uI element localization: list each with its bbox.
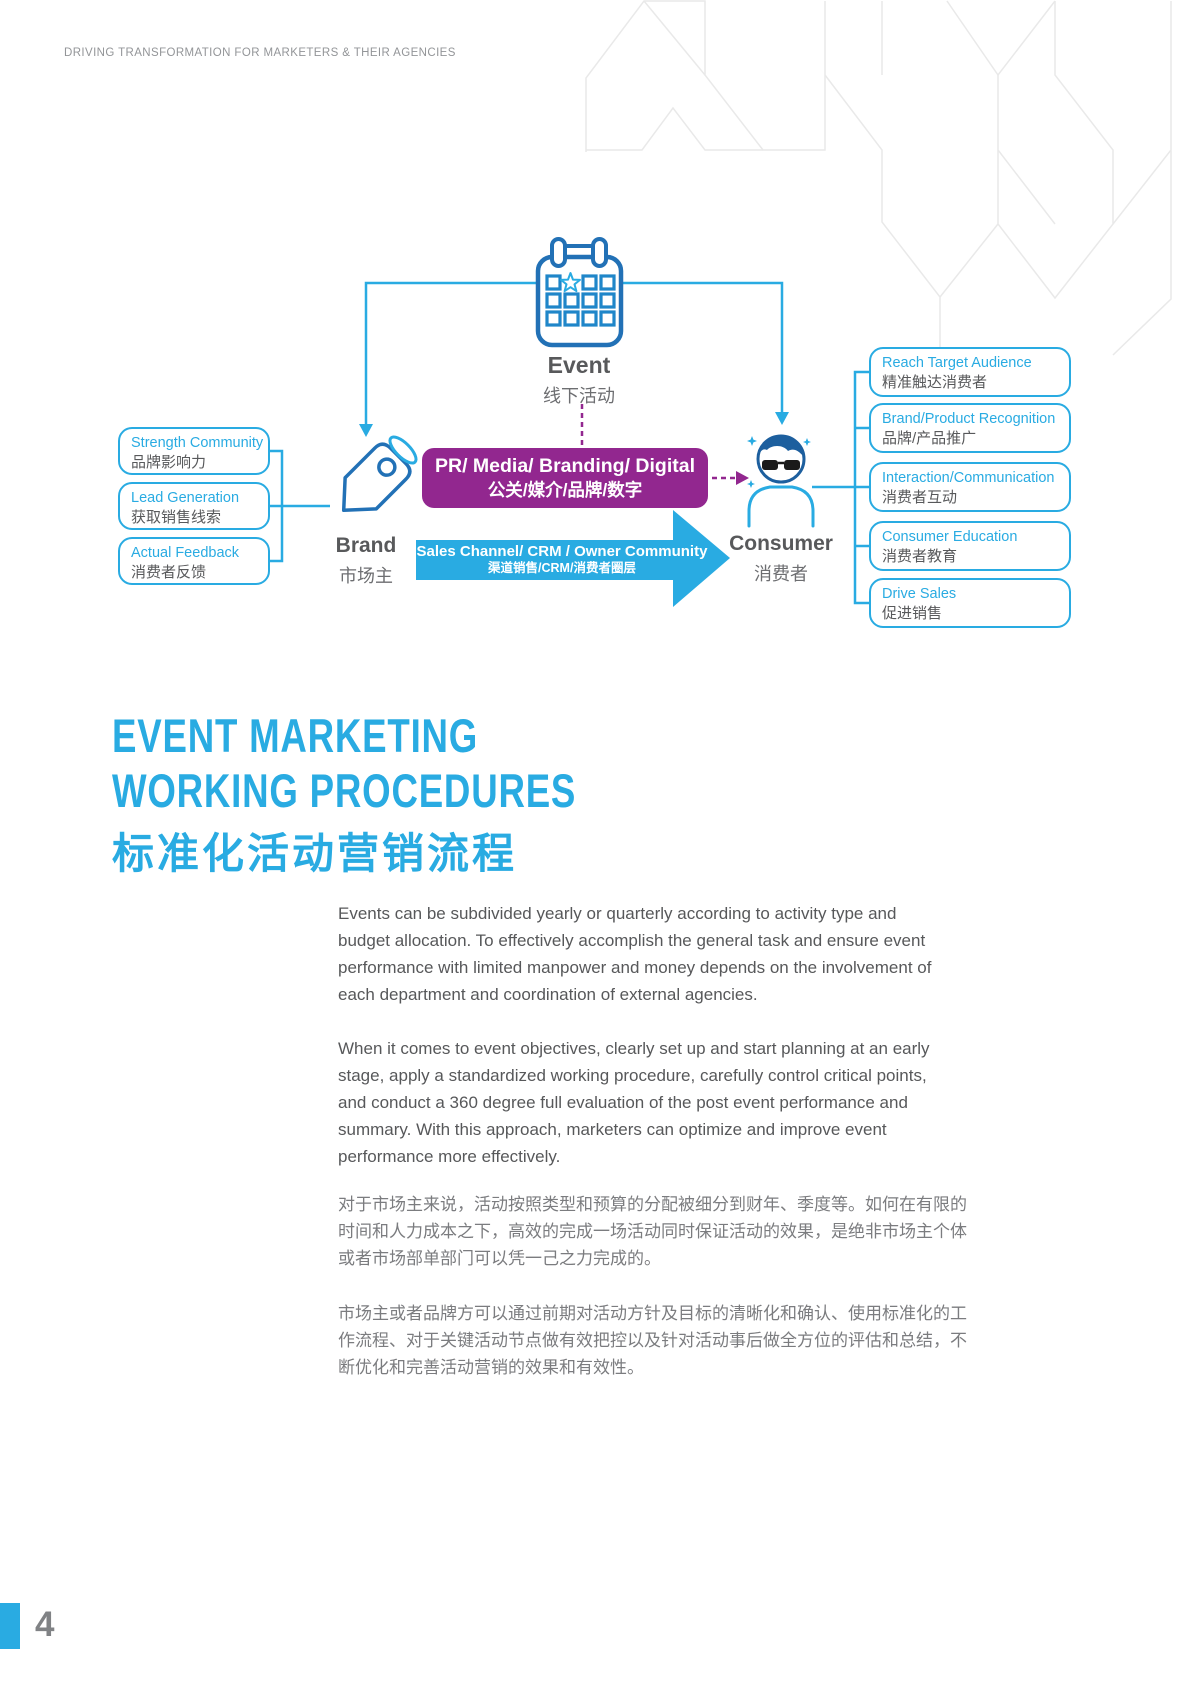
decorative-hexagon-pattern [585, 0, 1172, 356]
benefit-label-en: Actual Feedback [131, 545, 240, 561]
paragraph-en-1: Events can be subdivided yearly or quart… [338, 904, 932, 1004]
consumer-title: Consumer [729, 532, 833, 555]
footer-accent-bar [0, 1603, 20, 1649]
brand-subtitle: 市场主 [339, 566, 393, 586]
brand-node-label: Brand 市场主 [336, 534, 397, 588]
benefit-label-zh: 精准触达消费者 [882, 374, 988, 391]
calendar-star-icon [535, 237, 624, 348]
pattern-line [585, 0, 826, 152]
sales-arrow-line1: Sales Channel/ CRM / Owner Community [416, 543, 708, 560]
sunglasses [762, 460, 800, 470]
benefit-label-en: Lead Generation [131, 490, 240, 506]
paragraph-zh-2: 市场主或者品牌方可以通过前期对活动方针及目标的清晰化和确认、使用标准化的工作流程… [338, 1304, 967, 1377]
arrow-down-to-brand [359, 424, 373, 437]
benefit-label-zh: 促进销售 [882, 605, 943, 622]
pattern-line [1112, 1, 1172, 356]
benefit-label-zh: 消费者互动 [882, 489, 958, 506]
sales-channel-arrow-shape [416, 510, 730, 607]
calendar-grid [545, 274, 616, 327]
section-title-line1: EVENT MARKETING [112, 709, 479, 762]
benefit-label-zh: 品牌影响力 [131, 454, 207, 471]
calendar-star [560, 272, 581, 293]
person-sunglasses-icon [747, 434, 815, 528]
benefit-box-strength-community: Strength Community 品牌影响力 [118, 427, 270, 475]
paragraph-zh-1: 对于市场主来说，活动按照类型和预算的分配被细分到财年、季度等。如何在有限的时间和… [338, 1195, 967, 1268]
arrow-down-to-consumer [775, 412, 789, 425]
page-header-text: DRIVING TRANSFORMATION FOR MARKETERS & T… [64, 47, 456, 59]
person-hair [759, 437, 803, 456]
sparkles [747, 436, 811, 488]
benefit-label-zh: 获取销售线索 [131, 509, 222, 526]
dashed-arrowhead [736, 471, 749, 485]
consumer-node-label: Consumer 消费者 [729, 532, 833, 586]
sales-channel-arrow-label: Sales Channel/ CRM / Owner Community 渠道销… [414, 543, 710, 576]
pattern-line [586, 106, 999, 298]
event-subtitle: 线下活动 [543, 386, 615, 406]
benefit-box-drive-sales: Drive Sales 促进销售 [869, 578, 1071, 628]
benefit-label-en: Reach Target Audience [882, 355, 1032, 371]
benefit-label-en: Drive Sales [882, 586, 957, 602]
benefit-box-interaction-communication: Interaction/Communication 消费者互动 [869, 462, 1071, 512]
brand-benefit-connectors [270, 449, 330, 563]
event-marketing-flow-diagram [270, 237, 869, 607]
section-title-chinese: 标准化活动营销流程 [112, 830, 518, 877]
benefit-box-actual-feedback: Actual Feedback 消费者反馈 [118, 537, 270, 585]
benefit-box-consumer-education: Consumer Education 消费者教育 [869, 521, 1071, 571]
benefit-box-lead-generation: Lead Generation 获取销售线索 [118, 482, 270, 530]
event-title: Event [547, 352, 611, 378]
benefit-label-en: Strength Community [131, 435, 264, 451]
price-tag-icon [341, 435, 418, 513]
body-copy-chinese: 对于市场主来说，活动按照类型和预算的分配被细分到财年、季度等。如何在有限的时间和… [338, 1191, 974, 1409]
benefit-box-reach-target-audience: Reach Target Audience 精准触达消费者 [869, 347, 1071, 397]
page-number: 4 [35, 1605, 55, 1644]
benefit-label-zh: 消费者教育 [882, 548, 958, 565]
event-node-label: Event 线下活动 [543, 352, 615, 408]
benefit-label-en: Consumer Education [882, 529, 1018, 545]
pr-box-line2: 公关/媒介/品牌/数字 [487, 480, 643, 500]
benefit-label-zh: 消费者反馈 [131, 564, 207, 581]
pattern-line [643, 0, 941, 355]
person-body [747, 485, 815, 528]
tag-string-loop [388, 435, 418, 465]
benefit-label-en: Interaction/Communication [882, 470, 1055, 486]
consumer-subtitle: 消费者 [753, 564, 808, 584]
benefit-label-en: Brand/Product Recognition [882, 411, 1056, 427]
section-title-line2: WORKING PROCEDURES [112, 764, 577, 817]
consumer-benefit-connectors [812, 370, 869, 605]
sales-arrow-line2: 渠道销售/CRM/消费者圈层 [488, 561, 636, 575]
brand-title: Brand [335, 534, 397, 557]
paragraph-en-2: When it comes to event objectives, clear… [338, 1039, 930, 1166]
pr-box-line1: PR/ Media/ Branding/ Digital [434, 455, 696, 477]
pr-media-branding-digital-box: PR/ Media/ Branding/ Digital 公关/媒介/品牌/数字 [422, 448, 708, 508]
benefit-label-zh: 品牌/产品推广 [882, 430, 977, 447]
body-copy-english: Events can be subdivided yearly or quart… [338, 900, 943, 1197]
benefit-box-brand-product-recognition: Brand/Product Recognition 品牌/产品推广 [869, 403, 1071, 453]
